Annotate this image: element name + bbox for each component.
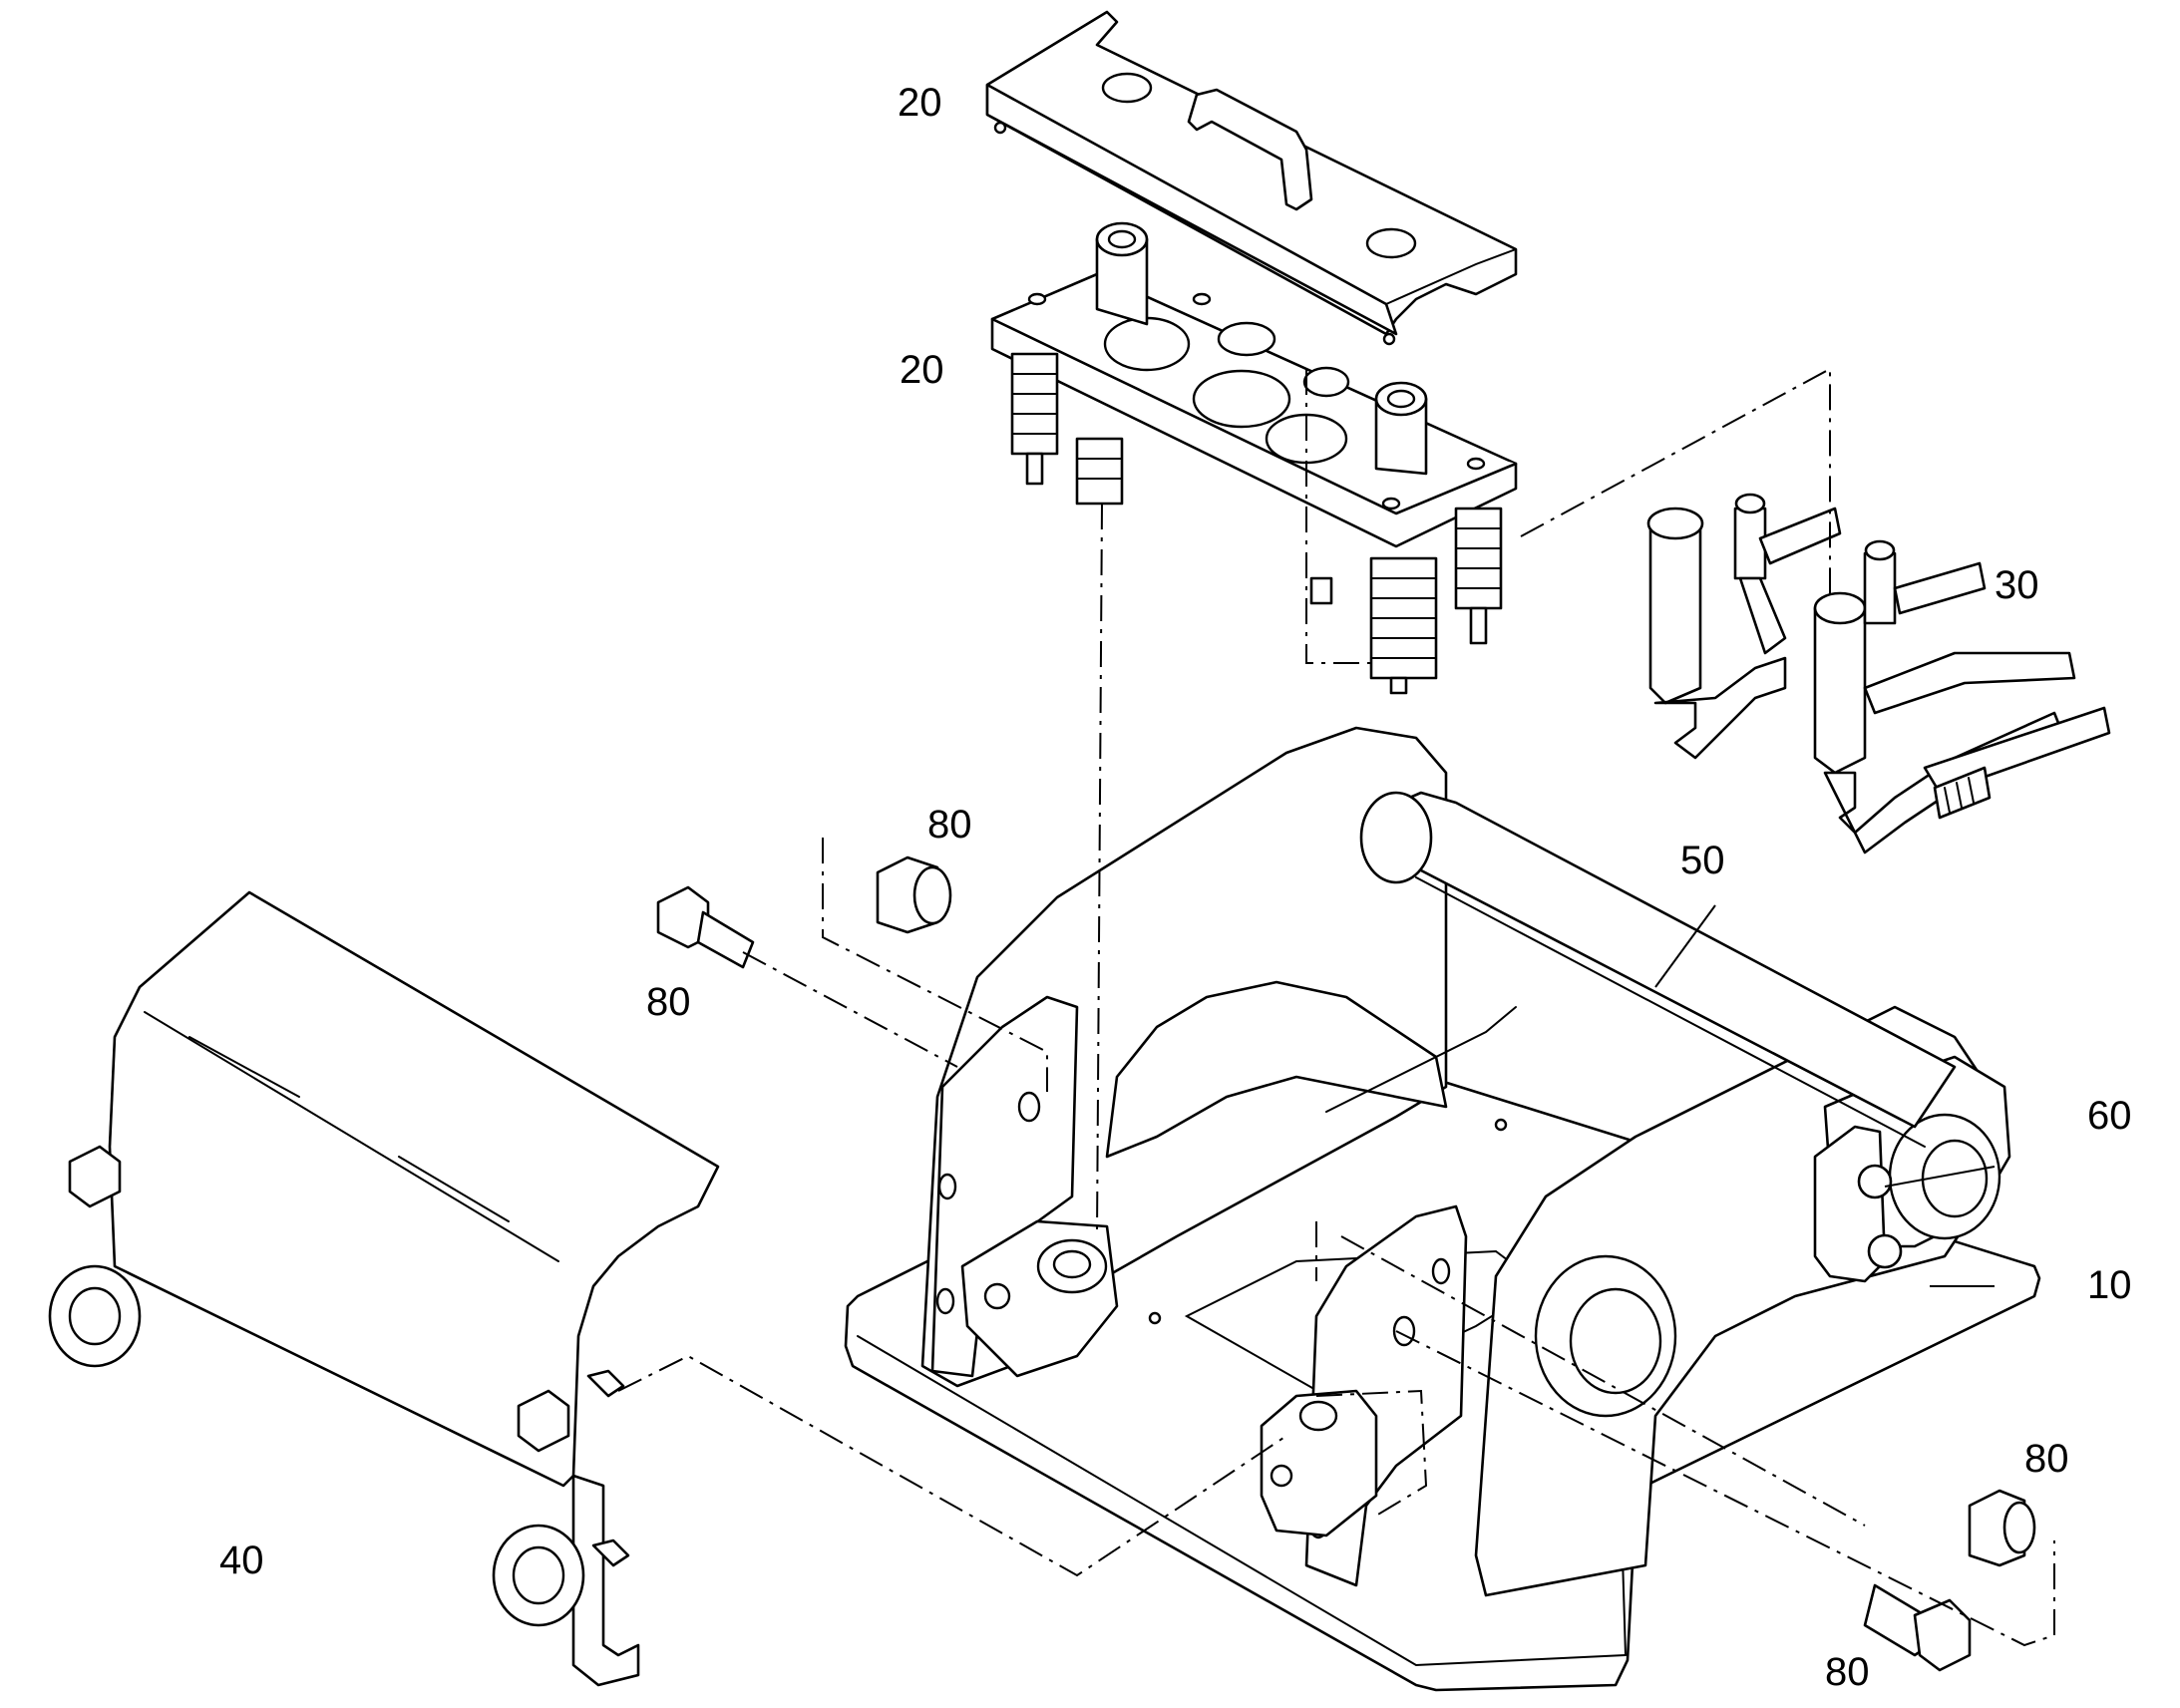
coupling-block-right (1260, 1389, 1378, 1537)
assembly-lines (617, 367, 2055, 1647)
guard-cover (48, 890, 720, 1687)
hose-assembly (1646, 493, 2111, 854)
callout-frame: 10 (2087, 1263, 2132, 1307)
callout-labels: 20 20 30 40 50 60 10 80 80 80 80 (219, 81, 2132, 1694)
callout-bush-lower: 80 (2024, 1437, 2069, 1481)
top-plate (985, 10, 1518, 346)
callout-coupling-plate: 20 (900, 348, 944, 392)
callout-lock-plate: 60 (2087, 1094, 2132, 1138)
callout-top-plate: 20 (898, 81, 942, 125)
callout-bush-upper: 80 (927, 803, 972, 847)
callout-bolt-upper: 80 (646, 980, 691, 1024)
fasteners (656, 855, 2036, 1672)
callout-guard-cover: 40 (219, 1538, 264, 1582)
callout-hose-assembly: 30 (1995, 563, 2039, 607)
callout-shaft: 50 (1680, 839, 1725, 882)
leader-lines (1654, 904, 1996, 1287)
shaft (1359, 791, 1957, 1148)
callout-bolt-lower: 80 (1825, 1650, 1870, 1694)
coupling-plate (990, 221, 1518, 695)
lock-plate (1813, 1125, 1903, 1283)
